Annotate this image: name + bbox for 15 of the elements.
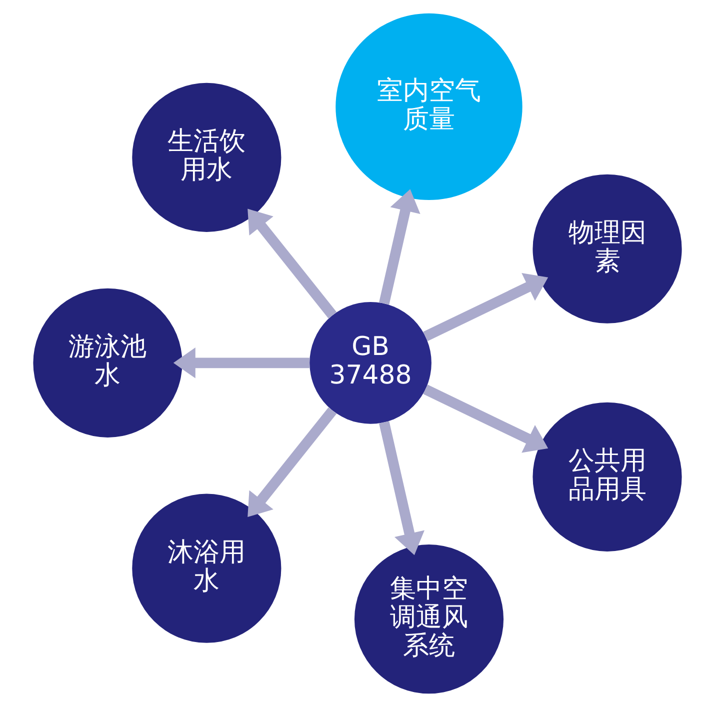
arrow (422, 384, 548, 453)
arrow (422, 273, 548, 342)
arrow (247, 407, 336, 518)
node-circle: 集中空调通风系统 (354, 544, 504, 694)
arrow (378, 189, 420, 305)
node-circle: 物理因素 (532, 174, 682, 324)
arrow (378, 421, 424, 556)
node-circle: 生活饮用水 (132, 82, 281, 232)
node-circle: 室内空气质量 (335, 13, 522, 200)
arrow (172, 347, 310, 378)
arrow (247, 208, 336, 318)
node-circle: GB 37488 (309, 302, 431, 424)
node-circle: 游泳池水 (32, 288, 182, 438)
node-circle: 沐浴用水 (132, 494, 281, 643)
node-circle: 公共用品用具 (532, 402, 682, 552)
